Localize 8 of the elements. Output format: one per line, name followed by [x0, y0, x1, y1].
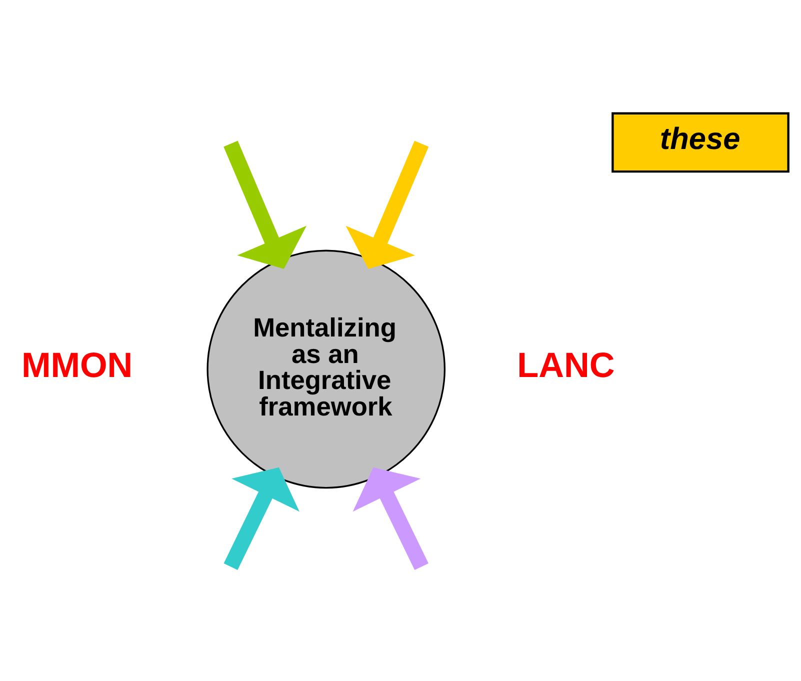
- node-box: these: [612, 112, 790, 173]
- arrow: [346, 140, 429, 269]
- label: LANC: [517, 346, 615, 385]
- label: MMON: [21, 346, 133, 385]
- arrow: [224, 140, 307, 269]
- arrow: [224, 467, 300, 570]
- arrow: [352, 467, 428, 570]
- node-circle: Mentalizing as an Integrative framework: [206, 250, 446, 489]
